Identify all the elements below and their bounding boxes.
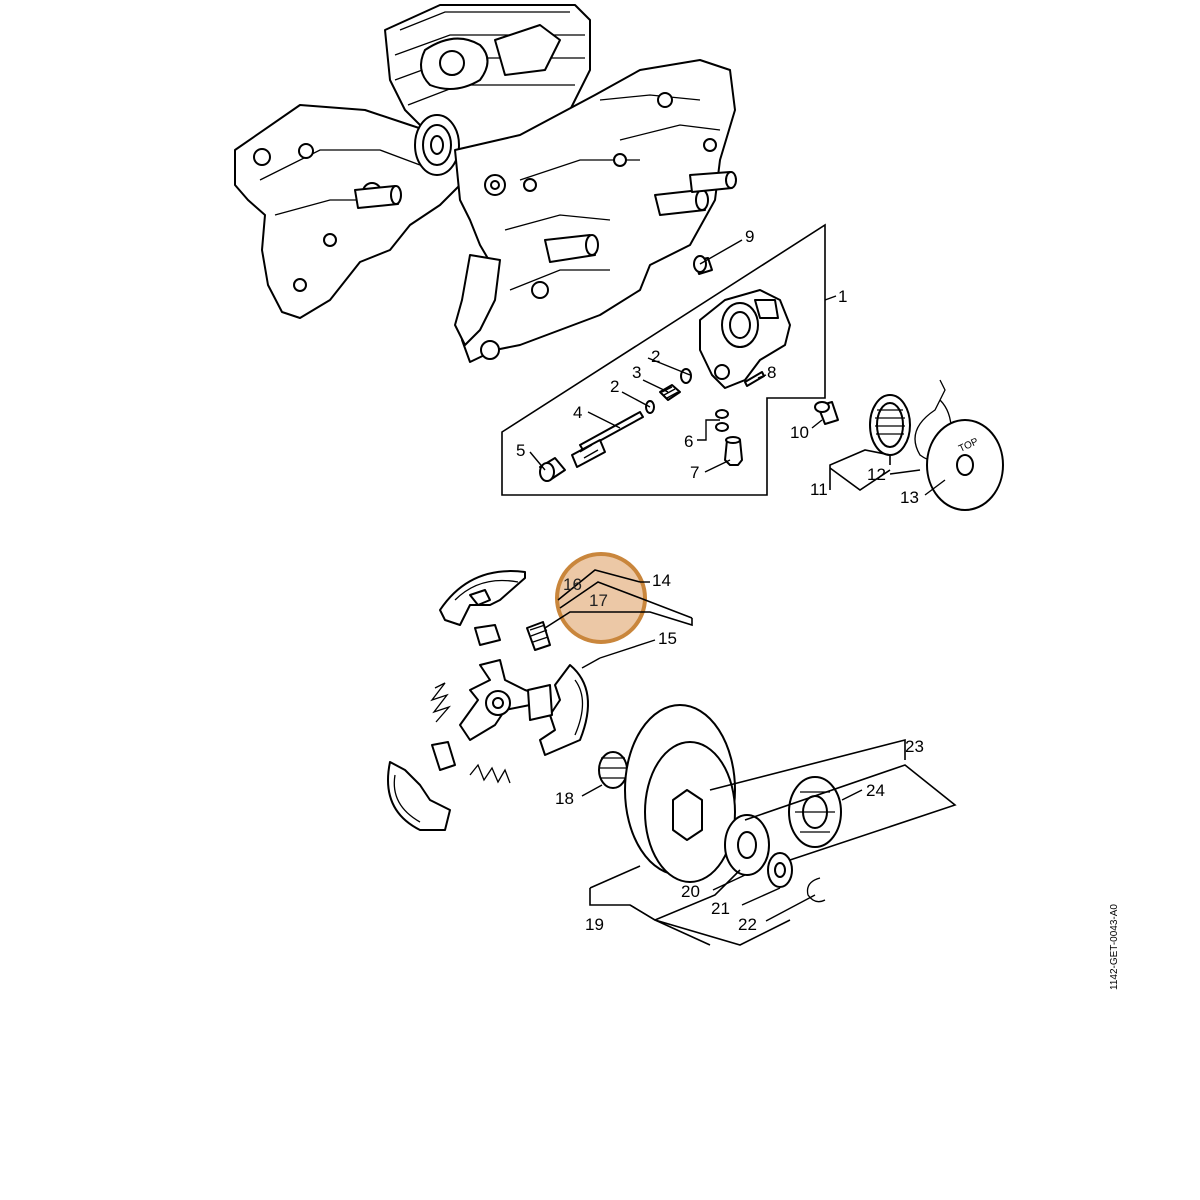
label-6[interactable]: 6	[684, 432, 693, 451]
clutch-guide-16	[474, 624, 501, 646]
label-14[interactable]: 14	[652, 571, 671, 590]
label-11[interactable]: 11	[810, 480, 828, 499]
engine-crankcase-drawing	[234, 4, 737, 363]
leader-lines	[529, 239, 957, 946]
label-2a[interactable]: 2	[651, 347, 660, 366]
label-17[interactable]: 17	[589, 591, 608, 610]
label-15[interactable]: 15	[658, 629, 677, 648]
document-code: 1142-GET-0043-A0	[1109, 904, 1120, 990]
label-9[interactable]: 9	[745, 227, 754, 246]
label-12[interactable]: 12	[867, 465, 886, 484]
drum-sprocket-group	[598, 704, 842, 903]
label-19[interactable]: 19	[585, 915, 604, 934]
label-3[interactable]: 3	[632, 363, 641, 382]
label-2b[interactable]: 2	[610, 377, 619, 396]
clutch-group	[387, 552, 647, 831]
o-ring-2a	[680, 368, 692, 384]
label-18[interactable]: 18	[555, 789, 574, 808]
label-24[interactable]: 24	[866, 781, 885, 800]
label-1[interactable]: 1	[838, 287, 847, 306]
side-parts-10-13: TOP	[814, 379, 1004, 511]
spring-3	[659, 384, 681, 401]
label-21[interactable]: 21	[711, 899, 730, 918]
label-8[interactable]: 8	[767, 363, 776, 382]
label-13[interactable]: 13	[900, 488, 919, 507]
label-10[interactable]: 10	[790, 423, 809, 442]
label-7[interactable]: 7	[690, 463, 699, 482]
e-clip-22	[806, 877, 826, 903]
worm-shaft-4	[579, 411, 644, 451]
oil-pump-group-outline	[501, 223, 826, 496]
washer-6b	[715, 422, 729, 432]
label-5[interactable]: 5	[516, 441, 525, 460]
label-23[interactable]: 23	[905, 737, 924, 756]
washer-6a	[715, 409, 729, 419]
part-number-labels: 9 1 2 3 2 8 4 10 6 5 7 12 11 13 14 16 17…	[516, 227, 924, 934]
label-16[interactable]: 16	[563, 575, 582, 594]
clutch-shoe-bottom	[387, 761, 451, 831]
highlight-circle	[555, 552, 647, 644]
label-22[interactable]: 22	[738, 915, 757, 934]
clutch-guide-15	[527, 684, 553, 721]
clutch-spring-left	[430, 682, 452, 723]
label-4[interactable]: 4	[573, 403, 582, 422]
oil-pump-group	[501, 223, 826, 496]
clutch-spring-bottom	[469, 763, 511, 784]
label-20[interactable]: 20	[681, 882, 700, 901]
